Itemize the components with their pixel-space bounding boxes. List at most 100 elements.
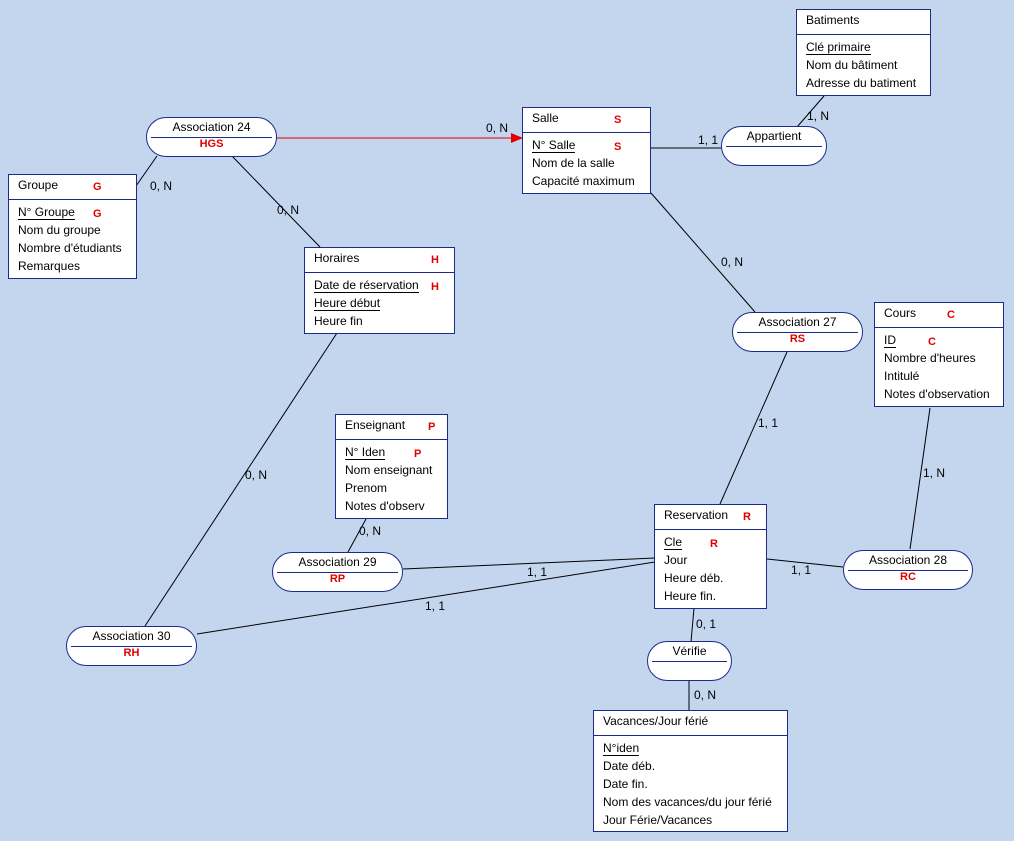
- entity-title: Groupe: [18, 178, 59, 192]
- entity-header: Enseignant P: [336, 415, 447, 440]
- association-24[interactable]: Association 24 HGS: [146, 117, 277, 157]
- cardinality-label: 0, N: [245, 468, 268, 482]
- attribute: Remarques: [18, 259, 81, 273]
- entity-title: Vacances/Jour férié: [603, 714, 709, 728]
- attribute: Nom du groupe: [18, 223, 101, 237]
- association-27[interactable]: Association 27 RS: [732, 312, 863, 352]
- attribute: Intitulé: [884, 369, 920, 383]
- link-enseignant-assoc29: [347, 518, 367, 553]
- attribute: Nom du bâtiment: [806, 58, 898, 72]
- association-code: RC: [900, 571, 916, 583]
- link-assoc28-reservation: [766, 558, 844, 568]
- attribute: Heure déb.: [664, 571, 724, 585]
- association-name: Association 24: [172, 120, 251, 134]
- attribute: Capacité maximum: [532, 174, 635, 188]
- attribute: Prenom: [345, 481, 388, 495]
- entity-title: Salle: [532, 111, 559, 125]
- link-assoc27-reservation: [719, 351, 788, 505]
- cardinality-label: 1, 1: [527, 565, 548, 579]
- attribute: Notes d'observ: [345, 499, 425, 513]
- association-name: Appartient: [746, 129, 802, 143]
- link-assoc24-horaires: [231, 155, 321, 248]
- association-30[interactable]: Association 30 RH: [66, 626, 197, 666]
- entity-header: Batiments: [797, 10, 930, 35]
- association-appartient[interactable]: Appartient: [721, 126, 827, 166]
- cardinality-label: 0, N: [277, 203, 300, 217]
- entity-header: Salle S: [523, 108, 650, 133]
- attribute: Jour: [664, 553, 688, 567]
- attribute: Nom des vacances/du jour férié: [603, 795, 772, 809]
- attribute: N°iden: [603, 741, 640, 756]
- entity-title: Enseignant: [345, 418, 406, 432]
- attribute: Heure fin.: [664, 589, 717, 603]
- cardinality-label: 0, N: [721, 255, 744, 269]
- link-assoc30-reservation: [196, 561, 656, 635]
- attribute: Nombre d'étudiants: [18, 241, 122, 255]
- attribute: Nombre d'heures: [884, 351, 976, 365]
- cardinality-label: 1, N: [923, 466, 946, 480]
- attribute: Notes d'observation: [884, 387, 990, 401]
- cardinality-label: 0, 1: [696, 617, 717, 631]
- entity-header: Vacances/Jour férié: [594, 711, 787, 736]
- link-salle-assoc27: [650, 192, 756, 313]
- association-code: HGS: [199, 138, 224, 150]
- entity-tag: H: [431, 254, 439, 266]
- entity-tag: G: [93, 181, 102, 193]
- link-batiments-appartient: [796, 95, 825, 128]
- association-name: Vérifie: [672, 644, 707, 658]
- attribute: Clé primaire: [806, 40, 871, 55]
- cardinality-label: 0, N: [150, 179, 173, 193]
- attribute: Jour Férie/Vacances: [603, 813, 713, 827]
- attribute: Heure fin: [314, 314, 363, 328]
- cardinality-label: 1, 1: [698, 133, 719, 147]
- entity-batiments[interactable]: Batiments Clé primaire Nom du bâtiment A…: [796, 9, 931, 96]
- entity-tag: R: [743, 511, 751, 523]
- entity-title: Cours: [884, 306, 917, 320]
- association-code: RS: [789, 333, 806, 345]
- association-28[interactable]: Association 28 RC: [843, 550, 973, 590]
- attribute: Date fin.: [603, 777, 648, 791]
- entity-header: Groupe G: [9, 175, 136, 200]
- link-assoc29-reservation: [402, 557, 656, 570]
- link-assoc24-groupe: [135, 155, 158, 187]
- attribute: Adresse du batiment: [806, 76, 917, 90]
- entity-tag: P: [428, 421, 436, 433]
- association-name: Association 27: [758, 315, 837, 329]
- association-verifie[interactable]: Vérifie: [647, 641, 732, 681]
- entity-tag: S: [614, 114, 622, 126]
- attribute: Nom de la salle: [532, 156, 615, 170]
- entity-vacances[interactable]: Vacances/Jour férié N°iden Date déb. Dat…: [593, 710, 788, 832]
- entity-title: Batiments: [806, 13, 860, 27]
- entity-header: Horaires H: [305, 248, 454, 273]
- cardinality-label: 1, N: [807, 109, 830, 123]
- entity-title: Horaires: [314, 251, 360, 265]
- link-cours-assoc28: [909, 407, 931, 550]
- cardinality-label: 0, N: [694, 688, 717, 702]
- attribute: Heure début: [314, 296, 381, 311]
- cardinality-label: 0, N: [359, 524, 382, 538]
- association-name: Association 30: [92, 629, 171, 643]
- association-29[interactable]: Association 29 RP: [272, 552, 403, 592]
- attribute: Nom enseignant: [345, 463, 433, 477]
- link-assoc30-horaires: [144, 332, 338, 627]
- cardinality-label: 1, 1: [791, 563, 812, 577]
- cardinality-label: 1, 1: [758, 416, 779, 430]
- association-code: RH: [123, 647, 140, 659]
- cardinality-label: 0, N: [486, 121, 509, 135]
- association-code: RP: [329, 573, 346, 585]
